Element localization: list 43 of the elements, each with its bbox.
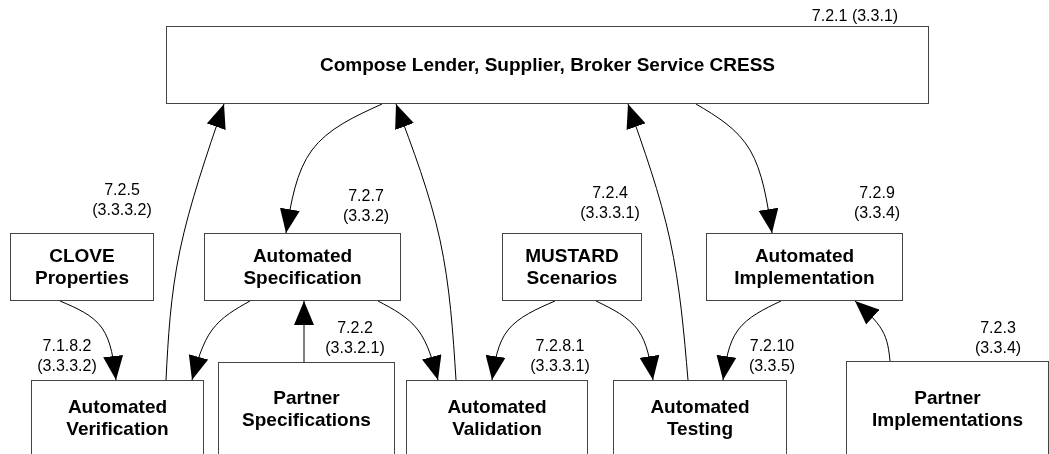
section-number: 7.2.3 (3.3.4) xyxy=(973,318,1023,358)
section-number: 7.1.8.2 (3.3.3.2) xyxy=(36,336,98,376)
arrow xyxy=(395,103,457,381)
box-label: Partner Specifications xyxy=(241,387,372,431)
arrow xyxy=(626,103,689,381)
section-number: 7.2.10 (3.3.5) xyxy=(747,336,797,376)
section-number: 7.2.8.1 (3.3.3.1) xyxy=(529,336,591,376)
box-label: Automated Specification xyxy=(242,245,363,289)
arrow xyxy=(695,103,779,234)
box-label: Partner Implementations xyxy=(871,386,1024,431)
section-number: 7.2.4 (3.3.3.1) xyxy=(579,183,641,223)
box-label: Automated Testing xyxy=(649,396,751,440)
process-box xyxy=(10,233,154,301)
process-box xyxy=(846,361,1049,454)
arrow xyxy=(280,103,383,234)
section-number: 7.2.9 (3.3.4) xyxy=(852,183,902,223)
section-number: 7.2.7 (3.3.2) xyxy=(341,186,391,226)
arrow xyxy=(165,103,226,381)
process-box xyxy=(166,26,929,104)
box-label: CLOVE Properties xyxy=(34,245,130,289)
arrow xyxy=(716,300,782,381)
arrow xyxy=(294,300,314,363)
process-box xyxy=(218,362,395,454)
box-label: Compose Lender, Supplier, Broker Service CRESS xyxy=(319,54,776,76)
arrow xyxy=(485,300,556,381)
section-number: 7.2.2 (3.3.2.1) xyxy=(324,318,386,358)
arrow xyxy=(854,300,891,362)
box-label: Automated Implementation xyxy=(733,245,876,289)
box-label: MUSTARD Scenarios xyxy=(524,245,620,289)
arrow xyxy=(59,300,124,381)
process-box xyxy=(502,233,642,301)
process-box xyxy=(204,233,401,301)
process-box xyxy=(31,380,204,454)
box-label: Automated Verification xyxy=(65,396,170,440)
section-number: 7.2.5 (3.3.3.2) xyxy=(91,180,153,220)
section-number: 7.2.1 (3.3.1) xyxy=(810,6,900,26)
arrow xyxy=(595,300,660,381)
arrow xyxy=(188,300,251,381)
process-box xyxy=(706,233,903,301)
arrow xyxy=(377,300,442,381)
process-box xyxy=(406,380,588,454)
process-box xyxy=(613,380,787,454)
box-label: Automated Validation xyxy=(446,396,548,440)
